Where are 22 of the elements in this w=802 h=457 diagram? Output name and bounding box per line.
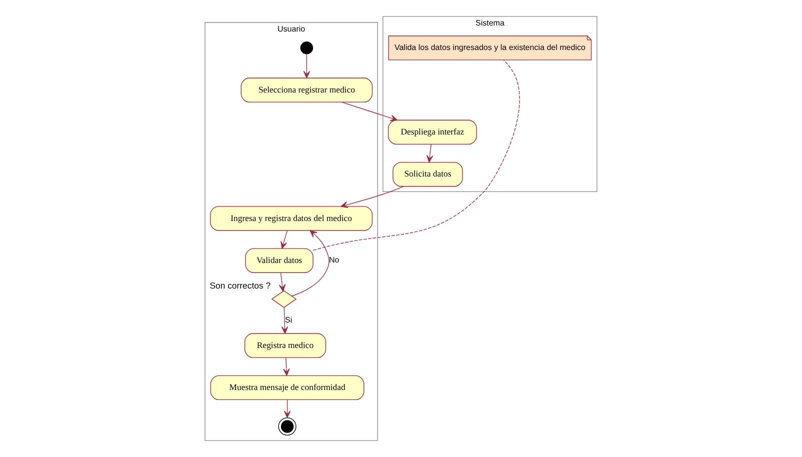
arrow xyxy=(281,307,288,334)
node-circle xyxy=(278,417,296,436)
node-box: Selecciona registrar medico xyxy=(240,78,373,102)
node-box: Despliega interfaz xyxy=(388,120,477,145)
arrow xyxy=(342,102,398,122)
arrow xyxy=(303,54,310,78)
node-circle xyxy=(300,42,314,54)
arrow xyxy=(283,357,290,376)
arrow xyxy=(426,144,434,163)
arrow xyxy=(291,230,330,296)
node-box: Registra medico xyxy=(244,333,326,358)
arrow xyxy=(278,272,286,292)
node-box: Muestra mensaje de conformidad xyxy=(210,375,364,400)
node-box: Ingresa y registra datos del medico xyxy=(210,206,373,231)
arrow xyxy=(284,399,291,418)
node-label: Son correctos ? xyxy=(210,280,271,290)
node-box: Validar datos xyxy=(245,248,314,273)
node-diamond xyxy=(271,290,297,308)
arrow xyxy=(340,186,404,208)
connector xyxy=(312,60,520,251)
node-box: Solicita datos xyxy=(392,162,463,187)
arrow xyxy=(280,230,288,249)
